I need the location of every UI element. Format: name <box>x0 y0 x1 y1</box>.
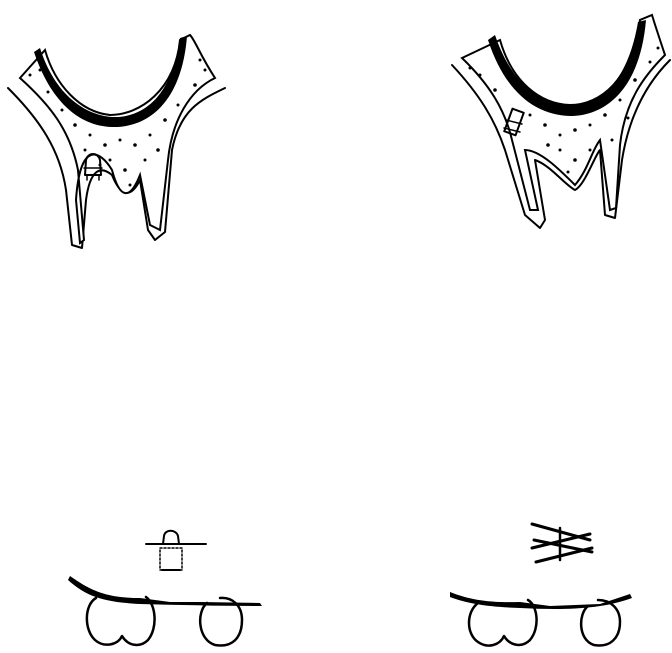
tooth-crowns-left <box>68 576 262 646</box>
panel-bottom-right <box>450 524 632 646</box>
panel-bottom-left <box>68 531 262 646</box>
molar-crown-left <box>87 597 155 645</box>
anchor-head-symbol <box>146 531 206 570</box>
cross-plate-symbol <box>532 524 592 562</box>
panel-top-right <box>452 15 670 228</box>
panel-top-left <box>8 35 225 248</box>
premolar-crown-right <box>581 600 620 646</box>
tooth-crowns-right <box>450 592 632 646</box>
